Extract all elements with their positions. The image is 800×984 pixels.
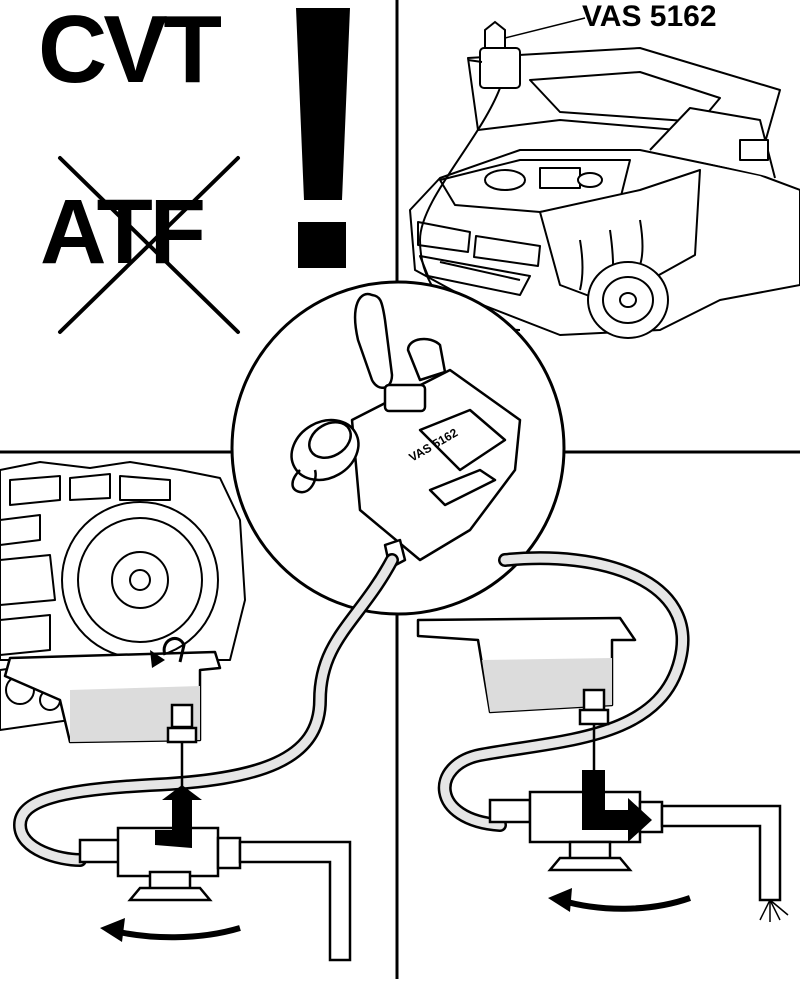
rotate-arrow-icon bbox=[109, 925, 241, 941]
canister-detail bbox=[290, 292, 522, 570]
rotate-arrow-icon bbox=[162, 637, 186, 663]
car-illustration bbox=[409, 47, 800, 339]
hose bbox=[12, 551, 690, 867]
spray-icon bbox=[759, 899, 789, 922]
atf-label: ATF bbox=[40, 181, 206, 283]
cross-out-icon bbox=[58, 156, 240, 334]
rotate-arrow-icon bbox=[559, 895, 691, 912]
oil-pan-right bbox=[416, 616, 637, 714]
cvt-label: CVT bbox=[38, 0, 222, 103]
flow-arrow-icon bbox=[582, 770, 652, 842]
tool-leader-line bbox=[504, 17, 586, 39]
engine-illustration bbox=[0, 461, 246, 731]
flow-arrow-icon bbox=[155, 785, 202, 848]
tool-label: VAS 5162 bbox=[582, 0, 717, 33]
exclamation-icon bbox=[296, 8, 350, 268]
